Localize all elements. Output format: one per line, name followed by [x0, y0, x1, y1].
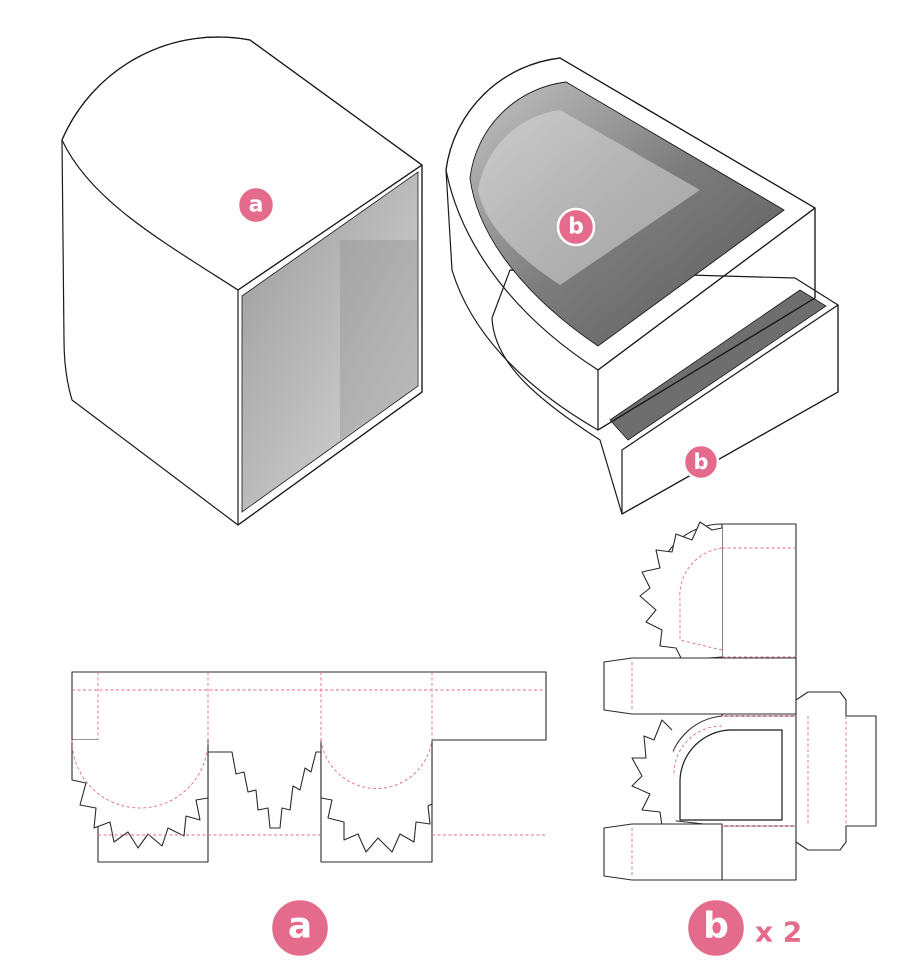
- dieline-a-label: a: [288, 906, 312, 947]
- dieline-b-label-badge: b: [685, 897, 747, 959]
- tray-top: b: [445, 57, 816, 431]
- quantity-label: x 2: [755, 916, 802, 949]
- tray-top-label: b: [568, 215, 584, 240]
- dieline-b: [603, 521, 877, 881]
- dieline-a: [71, 671, 547, 863]
- tray-bottom-label-badge: b: [682, 443, 720, 481]
- tray-bottom-label: b: [693, 450, 708, 474]
- lid-label: a: [249, 193, 264, 218]
- tray-top-label-badge: b: [556, 207, 596, 247]
- lid-3d: a: [61, 36, 423, 526]
- dieline-b-label: b: [703, 906, 729, 947]
- tray-bottom: b: [491, 269, 839, 515]
- dieline-a-label-badge: a: [269, 897, 331, 959]
- trays-3d: b b: [445, 57, 839, 515]
- lid-label-badge: a: [236, 185, 276, 225]
